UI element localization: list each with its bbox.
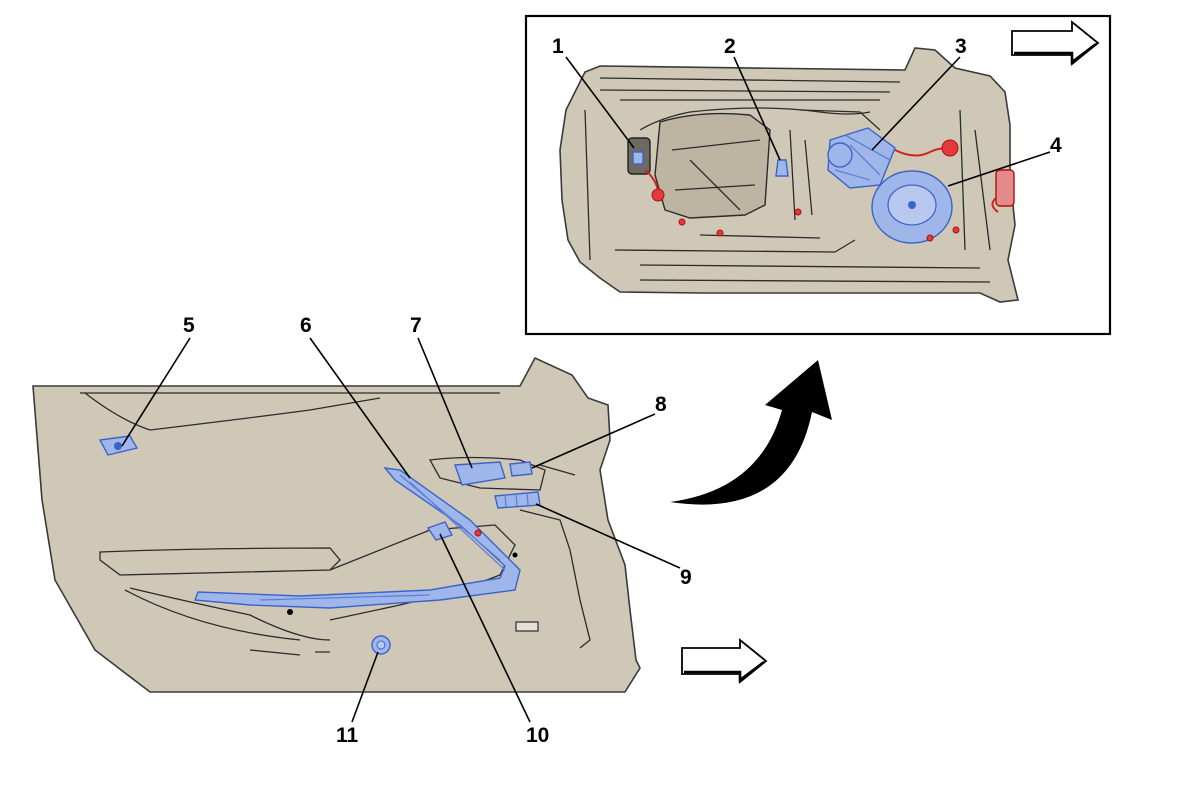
callout-9: 9 xyxy=(680,566,692,589)
callout-1: 1 xyxy=(552,35,564,58)
part-10-trim-piece xyxy=(426,521,454,541)
callout-11: 11 xyxy=(336,724,359,747)
part-7-switch-panel xyxy=(454,461,506,486)
callout-2: 2 xyxy=(724,35,736,58)
frame-cutout-main xyxy=(654,112,771,219)
forward-arrow-icon xyxy=(1011,20,1100,66)
callout-7: 7 xyxy=(410,314,422,337)
part-4-speaker xyxy=(871,169,1015,244)
leader-lines xyxy=(121,56,1051,723)
callout-8: 8 xyxy=(655,393,667,416)
door-pocket-slot xyxy=(515,621,539,632)
callout-6: 6 xyxy=(300,314,312,337)
curved-arrow-icon xyxy=(670,360,832,505)
inset-red-markers xyxy=(678,208,960,242)
door-trim-panel xyxy=(32,356,641,693)
part-6-strip-texture xyxy=(259,474,506,601)
frame-detail-lines xyxy=(584,77,991,283)
inner-door-frame xyxy=(559,47,1019,303)
callout-4: 4 xyxy=(1050,134,1062,157)
callout-10: 10 xyxy=(526,724,549,747)
part-8-switch xyxy=(509,461,533,477)
inset-panel xyxy=(524,14,1112,336)
part-11-speaker-grille xyxy=(371,635,391,655)
door-trim-detail-lines xyxy=(80,392,591,656)
callout-3: 3 xyxy=(955,35,967,58)
callout-5: 5 xyxy=(183,314,195,337)
forward-arrow-icon xyxy=(681,638,768,684)
door-trim-outline xyxy=(32,356,641,693)
part-2-clip xyxy=(775,159,789,177)
